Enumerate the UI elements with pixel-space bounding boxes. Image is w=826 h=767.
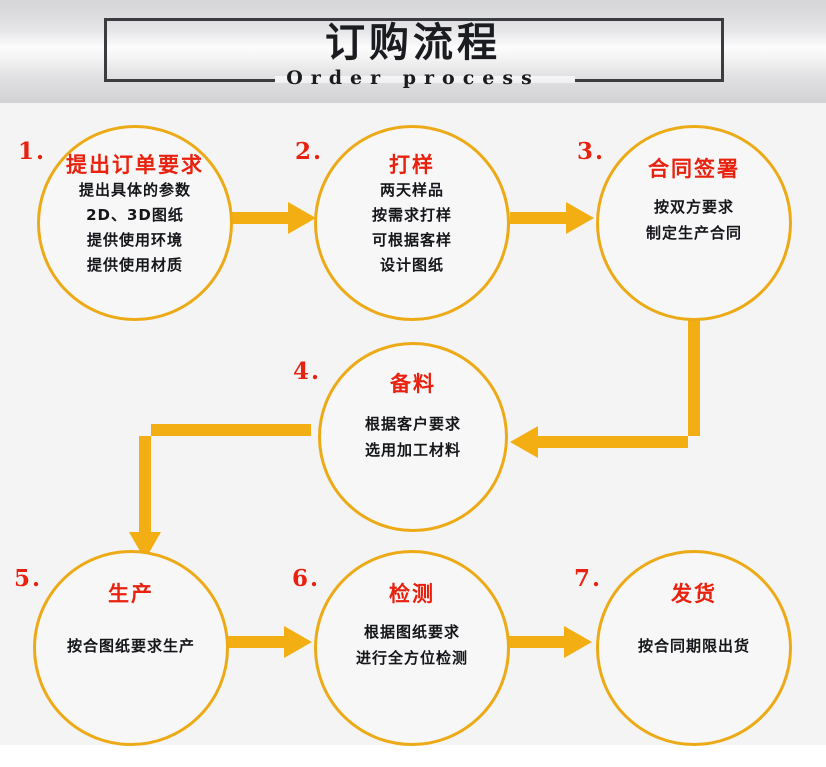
node-title: 合同签署 xyxy=(648,157,740,181)
node-title: 发货 xyxy=(671,582,717,606)
step-number-4: 4. xyxy=(293,358,322,385)
page-title: 订购流程 xyxy=(325,20,501,66)
step-number-1: 1. xyxy=(18,138,47,165)
node-body-line: 按需求打样 xyxy=(371,206,452,224)
node-body-line: 进行全方位检测 xyxy=(355,649,468,667)
step-number-5: 5. xyxy=(14,565,43,592)
flow-node-step-2[interactable]: 打样 两天样品 按需求打样 可根据客样 设计图纸 xyxy=(314,125,510,321)
node-body-line: 两天样品 xyxy=(379,181,444,199)
node-body-line: 设计图纸 xyxy=(379,256,444,274)
node-body-line: 提出具体的参数 xyxy=(78,181,191,199)
flow-node-step-3[interactable]: 合同签署 按双方要求 制定生产合同 xyxy=(596,125,792,321)
step-number-6: 6. xyxy=(292,565,321,592)
node-body: 根据图纸要求 进行全方位检测 xyxy=(356,619,468,671)
node-body-line: 提供使用环境 xyxy=(86,231,183,249)
page-subtitle: Order process xyxy=(286,67,540,89)
flow-node-step-7[interactable]: 发货 按合同期限出货 xyxy=(596,550,792,746)
node-body-line: 根据客户要求 xyxy=(364,415,461,433)
node-title: 打样 xyxy=(389,153,435,177)
header-banner: 订购流程 Order process xyxy=(0,0,826,103)
title-frame xyxy=(104,18,724,83)
step-number-7: 7. xyxy=(574,565,603,592)
node-body-line: 制定生产合同 xyxy=(645,224,742,242)
flow-node-step-1[interactable]: 提出订单要求 提出具体的参数 2D、3D图纸 提供使用环境 提供使用材质 xyxy=(37,125,233,321)
flow-node-step-6[interactable]: 检测 根据图纸要求 进行全方位检测 xyxy=(314,550,510,746)
node-body-line: 根据图纸要求 xyxy=(363,623,460,641)
flow-node-step-5[interactable]: 生产 按合图纸要求生产 xyxy=(33,550,229,746)
node-title: 生产 xyxy=(108,582,154,606)
node-body-line: 按合图纸要求生产 xyxy=(66,637,195,655)
node-body-line: 提供使用材质 xyxy=(86,256,183,274)
node-title: 检测 xyxy=(389,582,435,606)
node-body-line: 按合同期限出货 xyxy=(637,637,750,655)
flow-node-step-4[interactable]: 备料 根据客户要求 选用加工材料 xyxy=(318,342,508,532)
node-body: 提出具体的参数 2D、3D图纸 提供使用环境 提供使用材质 xyxy=(79,178,191,278)
step-number-3: 3. xyxy=(577,138,606,165)
node-body: 两天样品 按需求打样 可根据客样 设计图纸 xyxy=(372,178,452,278)
node-body-line: 可根据客样 xyxy=(371,231,452,249)
node-body: 按合图纸要求生产 xyxy=(67,633,195,659)
node-body-line: 选用加工材料 xyxy=(364,441,461,459)
node-body: 按合同期限出货 xyxy=(638,633,750,659)
node-body: 按双方要求 制定生产合同 xyxy=(646,194,742,246)
node-title: 备料 xyxy=(390,372,436,396)
node-body-line: 2D、3D图纸 xyxy=(86,206,184,224)
node-body: 根据客户要求 选用加工材料 xyxy=(365,411,461,463)
step-number-2: 2. xyxy=(295,138,324,165)
node-title: 提出订单要求 xyxy=(66,153,204,177)
node-body-line: 按双方要求 xyxy=(653,198,734,216)
